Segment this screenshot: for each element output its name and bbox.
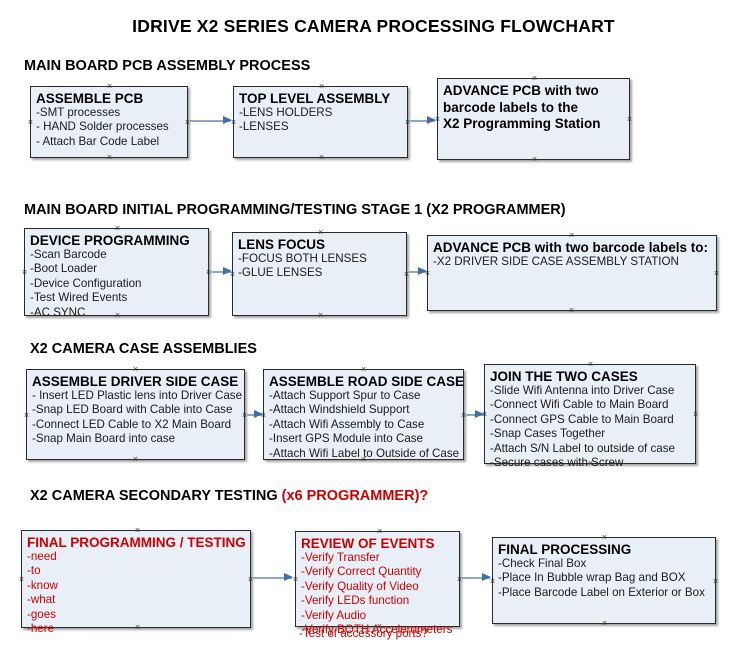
box-line: -Place In Bubble wrap Bag and BOX <box>498 571 686 585</box>
arrow-lens-to-advance <box>409 267 427 276</box>
box-title: ASSEMBLE PCB <box>36 91 144 106</box>
box-assemble-road-side-case[interactable]: ASSEMBLE ROAD SIDE CASE -Attach Support … <box>263 369 464 460</box>
box-line: -LENSES <box>239 120 289 134</box>
box-line: -goes <box>27 607 57 621</box>
box-title: ASSEMBLE ROAD SIDE CASE <box>269 374 465 389</box>
box-line: -Slide Wifi Antenna into Driver Case <box>490 384 675 397</box>
box-title: ADVANCE PCB with two barcode labels to: <box>433 240 709 255</box>
box-line: -Verify Correct Quantity <box>301 565 422 579</box>
box-advance-pcb-driver-side[interactable]: ADVANCE PCB with two barcode labels to: … <box>427 235 717 311</box>
box-line: - Attach Bar Code Label <box>36 134 160 148</box>
box-line: -AC SYNC <box>30 305 86 319</box>
box-line: -need <box>27 550 57 563</box>
section-heading-2: MAIN BOARD INITIAL PROGRAMMING/TESTING S… <box>24 202 566 218</box>
box-line: -what <box>27 593 56 607</box>
box-line: -Verify LEDs function <box>301 594 410 608</box>
box-line: -Verify Quality of Video <box>301 579 419 593</box>
box-review-of-events[interactable]: REVIEW OF EVENTS -Verify Transfer -Verif… <box>295 531 460 636</box>
box-line: - HAND Solder processes <box>36 120 169 134</box>
box-line: -GLUE LENSES <box>238 266 323 280</box>
box-line: -Secure cases with Screw <box>490 456 624 470</box>
arrow-road-to-join <box>466 410 484 419</box>
box-line: -Device Configuration <box>30 276 142 290</box>
box-line: -Attach Wifi Label to Outside of Case <box>269 446 460 460</box>
box-title: ASSEMBLE DRIVER SIDE CASE <box>32 374 239 389</box>
box-line: -to <box>27 564 41 578</box>
box-line: -Boot Loader <box>30 262 98 276</box>
box-line: -Insert GPS Module into Case <box>269 432 424 446</box>
box-line: -Snap Main Board into case <box>32 432 176 446</box>
box-line: -Place Barcode Label on Exterior or Box <box>498 585 705 599</box>
connector-handle-bottom[interactable] <box>132 456 139 463</box>
connector-handle-bottom[interactable] <box>317 312 324 319</box>
box-line: -Connect GPS Cable to Main Board <box>490 412 674 426</box>
box-title: FINAL PROGRAMMING / TESTING <box>27 535 246 550</box>
arrow-driver-to-road <box>247 410 263 419</box>
page-title: IDRIVE X2 SERIES CAMERA PROCESSING FLOWC… <box>132 16 615 36</box>
arrow-device-to-lens <box>211 267 232 276</box>
box-line: -SMT processes <box>36 106 121 119</box>
box-line: -Test Wired Events <box>30 291 128 305</box>
box-line: -Connect LED Cable to X2 Main Board <box>32 417 232 431</box>
box-join-the-two-cases[interactable]: JOIN THE TWO CASES -Slide Wifi Antenna i… <box>484 364 696 469</box>
connector-handle-bottom[interactable] <box>531 156 538 163</box>
connector-handle-bottom[interactable] <box>318 154 325 161</box>
box-title: barcode labels to the <box>443 99 579 115</box>
box-line: -Check Final Box <box>498 557 587 570</box>
box-line: -Attach Support Spur to Case <box>269 389 421 402</box>
box-line: -X2 DRIVER SIDE CASE ASSEMBLY STATION <box>433 255 679 268</box>
box-final-programming-testing[interactable]: FINAL PROGRAMMING / TESTING -need -to -k… <box>21 530 251 635</box>
connector-handle-right[interactable] <box>713 270 720 277</box>
box-line: -Snap Cases Together <box>490 427 606 441</box>
section-heading-1: MAIN BOARD PCB ASSEMBLY PROCESS <box>24 58 311 74</box>
box-title: DEVICE PROGRAMMING <box>30 233 190 248</box>
box-lens-focus[interactable]: LENS FOCUS -FOCUS BOTH LENSES -GLUE LENS… <box>232 232 407 316</box>
box-line: -Connect Wifi Cable to Main Board <box>490 398 669 412</box>
box-line: - Insert LED Plastic lens into Driver Ca… <box>32 389 243 402</box>
box-line: -Snap LED Board with Cable into Case <box>32 403 233 417</box>
box-line: -know <box>27 578 58 592</box>
box-top-level-assembly[interactable]: TOP LEVEL ASSEMBLY -LENS HOLDERS -LENSES <box>233 86 408 158</box>
arrow-pcb-to-top-level <box>190 116 232 125</box>
box-line: -Verify Audio <box>301 608 367 622</box>
box-title: ADVANCE PCB with two <box>443 83 599 98</box>
box-title: REVIEW OF EVENTS <box>301 536 435 551</box>
box-line: -Verify BOTH Accelerometers <box>301 623 453 637</box>
box-assemble-driver-side-case[interactable]: ASSEMBLE DRIVER SIDE CASE - Insert LED P… <box>26 369 245 460</box>
box-advance-pcb-stage1[interactable]: ADVANCE PCB with two barcode labels to t… <box>437 78 630 160</box>
box-line-overflow: -Test of accessory ports? <box>299 627 428 640</box>
box-line: -Attach Wifi Assembly to Case <box>269 417 425 431</box>
box-title: FINAL PROCESSING <box>498 542 632 557</box>
box-assemble-pcb[interactable]: ASSEMBLE PCB -SMT processes - HAND Solde… <box>30 86 188 158</box>
box-title: X2 Programming Station <box>443 116 601 131</box>
box-line: -Attach S/N Label to outside of case <box>490 441 675 455</box>
box-title: TOP LEVEL ASSEMBLY <box>239 91 391 106</box>
box-device-programming[interactable]: DEVICE PROGRAMMING -Scan Barcode -Boot L… <box>24 228 209 319</box>
box-line: -Scan Barcode <box>30 248 107 261</box>
section-heading-4: X2 CAMERA SECONDARY TESTING (x6 PROGRAMM… <box>30 488 428 504</box>
connector-handle-bottom[interactable] <box>568 307 575 314</box>
box-line: -Attach Windshield Support <box>269 403 410 417</box>
section-heading-4-accent: (x6 PROGRAMMER)? <box>281 488 429 504</box>
arrow-top-level-to-advance <box>410 116 436 125</box>
section-heading-4-main: X2 CAMERA SECONDARY TESTING <box>30 488 282 504</box>
box-title: JOIN THE TWO CASES <box>490 369 638 384</box>
box-final-processing[interactable]: FINAL PROCESSING -Check Final Box -Place… <box>492 537 716 624</box>
connector-handle-bottom[interactable] <box>601 620 608 627</box>
box-line: -FOCUS BOTH LENSES <box>238 252 367 265</box>
box-title: LENS FOCUS <box>238 237 326 252</box>
arrow-final-prog-to-review <box>253 573 293 582</box>
box-line: -here <box>27 622 55 636</box>
box-line: -Verify Transfer <box>301 551 380 564</box>
arrow-review-to-final-processing <box>462 573 491 582</box>
connector-handle-bottom[interactable] <box>106 154 113 161</box>
box-line: -LENS HOLDERS <box>239 106 333 119</box>
section-heading-3: X2 CAMERA CASE ASSEMBLIES <box>30 341 257 357</box>
